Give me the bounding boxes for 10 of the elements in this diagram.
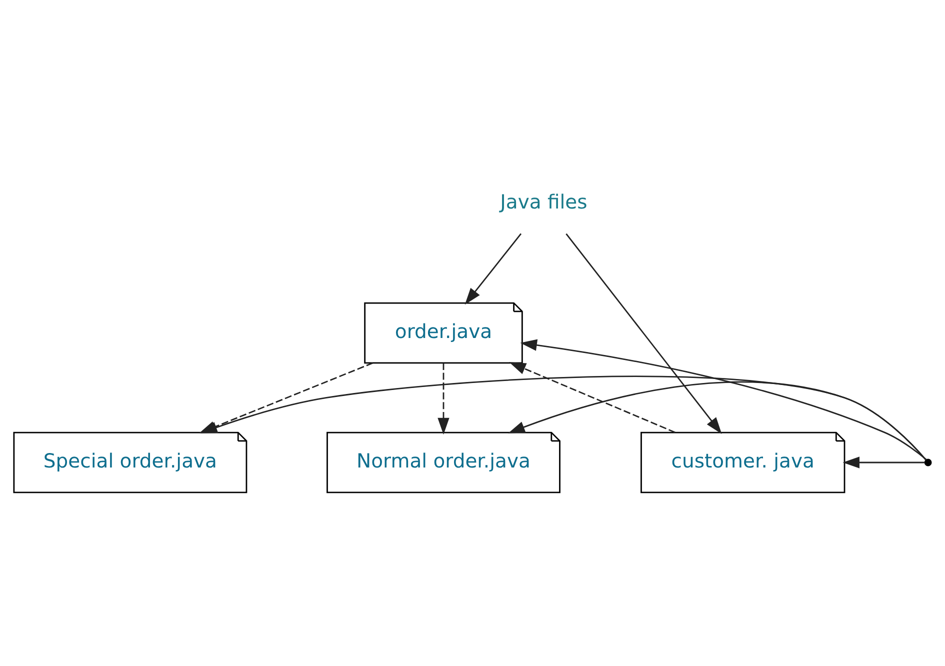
arrow (509, 362, 676, 434)
arrow (508, 381, 926, 460)
node-text: Java files (500, 190, 588, 214)
arrow (464, 233, 522, 305)
arrow (842, 456, 925, 468)
node-point (924, 458, 932, 466)
arrow (566, 233, 722, 434)
arrow (200, 376, 926, 460)
arrow (438, 363, 450, 435)
arrow (520, 339, 927, 460)
